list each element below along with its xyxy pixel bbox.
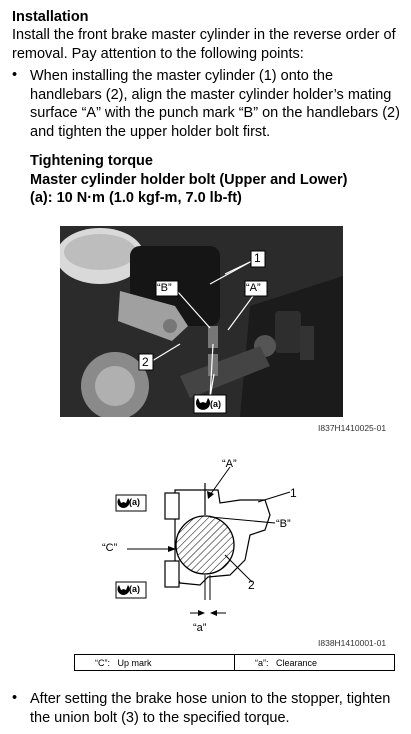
legend-cell-a: “a”: Clearance — [234, 654, 395, 671]
bullet-symbol: • — [12, 690, 18, 706]
master-cylinder-photo: 1 “B” “A” 2 (a) — [60, 226, 343, 417]
bullet-install-master-cylinder: When installing the master cylinder (1) … — [30, 68, 400, 140]
legend-c-key: “C”: — [95, 657, 110, 668]
legend-a-key: “a”: — [255, 657, 269, 668]
bullet-union-bolt: After setting the brake hose union to th… — [30, 691, 391, 726]
legend-a-value: Clearance — [276, 657, 318, 668]
photo-label-1: 1 — [254, 251, 261, 265]
torque-item: Master cylinder holder bolt (Upper and L… — [30, 171, 348, 188]
diagram-label-a-gap: “a” — [193, 622, 207, 634]
section-heading: Installation — [12, 9, 89, 25]
diagram-label-C: “C” — [102, 542, 118, 554]
intro-paragraph: Install the front brake master cylinder … — [12, 27, 396, 62]
photo-label-2: 2 — [142, 355, 149, 369]
legend-cell-c: “C”: Up mark — [74, 654, 235, 671]
tightening-torque-block: Tightening torque Master cylinder holder… — [30, 152, 347, 208]
photo-label-B: “B” — [157, 282, 172, 294]
diagram-label-2: 2 — [248, 578, 255, 592]
bullet-symbol: • — [12, 67, 18, 83]
diagram-label-A: “A” — [222, 458, 237, 470]
diagram-label-a-lower: (a) — [129, 584, 140, 594]
diagram-label-a-upper: (a) — [129, 497, 140, 507]
photo-label-a: (a) — [210, 399, 221, 409]
torque-title: Tightening torque — [30, 153, 153, 169]
holder-diagram — [115, 466, 291, 616]
torque-spec: (a): 10 N·m (1.0 kgf-m, 7.0 lb-ft) — [30, 190, 242, 206]
photo-label-A: “A” — [246, 282, 261, 294]
diagram-label-1: 1 — [290, 486, 297, 500]
diagram-label-B: “B” — [276, 518, 291, 530]
diagram-code: I838H1410001-01 — [318, 638, 387, 648]
photo-illustration — [60, 226, 343, 417]
legend-c-value: Up mark — [117, 657, 152, 668]
photo-code: I837H1410025-01 — [318, 423, 387, 433]
legend-table: “C”: Up mark “a”: Clearance — [74, 654, 395, 671]
